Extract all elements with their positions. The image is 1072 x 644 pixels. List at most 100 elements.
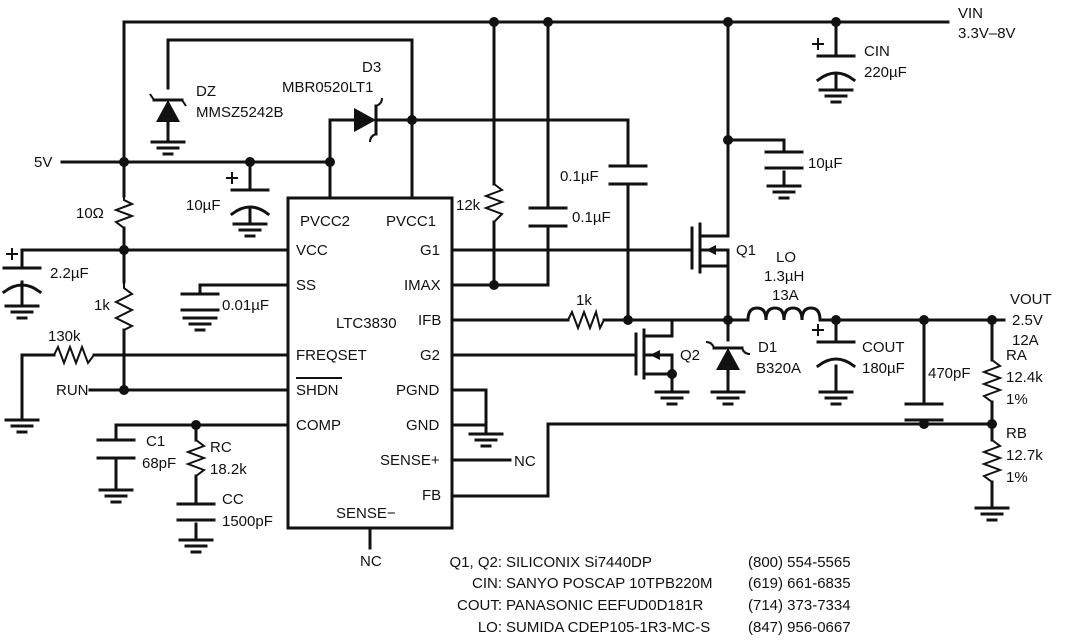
- vout-label: VOUT: [1010, 291, 1052, 308]
- bom-part-2: PANASONIC EEFUD0D181R: [506, 597, 703, 614]
- rc-ref: RC: [210, 439, 232, 456]
- capacitor-470pf: [904, 402, 944, 422]
- bom-ref-2: COUT:: [457, 597, 502, 614]
- pin-shdn: SHDN: [296, 382, 339, 399]
- q2-ref: Q2: [680, 347, 700, 364]
- five-v-label: 5V: [34, 154, 52, 171]
- cc-val: 1500pF: [222, 513, 273, 530]
- capacitor-10uf-top: [764, 150, 804, 170]
- bom-ref-3: LO:: [478, 619, 502, 636]
- ic-ltc3830: [286, 196, 454, 530]
- pin-fb: FB: [422, 487, 441, 504]
- c-10u-top: 10µF: [808, 155, 843, 172]
- capacitor-c1: [96, 438, 136, 460]
- vin-range: 3.3V–8V: [958, 25, 1016, 42]
- bom-ref-0: Q1, Q2:: [449, 554, 502, 571]
- mosfet-q1: [684, 222, 730, 274]
- d1-part: B320A: [756, 360, 801, 377]
- c-boot1: 0.1µF: [560, 168, 599, 185]
- bom-part-3: SUMIDA CDEP105-1R3-MC-S: [506, 619, 710, 636]
- junction-dots: [119, 17, 997, 430]
- pin-pgnd: PGND: [396, 382, 440, 399]
- capacitor-boot2: [528, 206, 568, 228]
- capacitor-boot1: [608, 164, 648, 186]
- c-10u-left: 10µF: [186, 197, 221, 214]
- d3-ref: D3: [362, 59, 381, 76]
- pin-g2: G2: [420, 347, 440, 364]
- lo-amp: 13A: [772, 287, 799, 304]
- cin-val: 220µF: [864, 64, 907, 81]
- d1-ref: D1: [758, 339, 777, 356]
- resistor-rc: [185, 439, 207, 477]
- pin-freqset: FREQSET: [296, 347, 367, 364]
- r-130k: 130k: [48, 328, 81, 345]
- pin-pvcc1: PVCC1: [386, 213, 436, 230]
- lo-ref: LO: [776, 249, 796, 266]
- c-boot2: 0.1µF: [572, 209, 611, 226]
- dz-part: MMSZ5242B: [196, 104, 284, 121]
- vin-label: VIN: [958, 5, 983, 22]
- capacitor-2u2: [1, 248, 43, 295]
- bom-phone-3: (847) 956-0667: [748, 619, 851, 636]
- c1-val: 68pF: [142, 455, 176, 472]
- capacitor-cout: [812, 324, 857, 369]
- bom-phone-2: (714) 373-7334: [748, 597, 851, 614]
- q1-ref: Q1: [736, 242, 756, 259]
- dz-ref: DZ: [196, 83, 216, 100]
- pin-sense-minus: SENSE−: [336, 505, 396, 522]
- d3-part: MBR0520LT1: [282, 79, 373, 96]
- rb-ref: RB: [1006, 425, 1027, 442]
- c-470p: 470pF: [928, 365, 971, 382]
- diode-dz: [149, 93, 187, 122]
- nc-right: NC: [514, 453, 536, 470]
- bom-phone-0: (800) 554-5565: [748, 554, 851, 571]
- pin-pvcc2: PVCC2: [300, 213, 350, 230]
- rb-val: 12.7k: [1006, 447, 1043, 464]
- vout-a: 12A: [1012, 332, 1039, 349]
- cc-ref: CC: [222, 491, 244, 508]
- rc-val: 18.2k: [210, 461, 247, 478]
- run-label: RUN: [56, 382, 89, 399]
- capacitor-cc: [176, 502, 216, 522]
- ic-name: LTC3830: [336, 315, 397, 332]
- r-1k-left: 1k: [94, 297, 110, 314]
- lo-val: 1.3µH: [764, 268, 804, 285]
- resistor-130k: [53, 344, 95, 366]
- resistors: [53, 183, 1003, 483]
- cin-ref: CIN: [864, 43, 890, 60]
- r-10ohm: 10Ω: [76, 205, 104, 222]
- resistor-12k: [483, 183, 505, 223]
- bom-part-1: SANYO POSCAP 10TPB220M: [506, 575, 712, 592]
- pin-g1: G1: [420, 242, 440, 259]
- pin-imax: IMAX: [404, 277, 441, 294]
- pin-gnd: GND: [406, 417, 440, 434]
- ra-val: 12.4k: [1006, 369, 1043, 386]
- inductor-lo: [746, 306, 822, 322]
- cout-ref: COUT: [862, 339, 905, 356]
- c-2u2: 2.2µF: [50, 265, 89, 282]
- pin-sense-plus: SENSE+: [380, 452, 440, 469]
- nc-bottom: NC: [360, 553, 382, 570]
- mosfet-q2: [628, 318, 674, 380]
- c1-ref: C1: [146, 433, 165, 450]
- pin-ss: SS: [296, 277, 316, 294]
- capacitor-cin: [812, 38, 857, 83]
- bom-ref-1: CIN:: [472, 575, 502, 592]
- cout-val: 180µF: [862, 360, 905, 377]
- rb-tol: 1%: [1006, 469, 1028, 486]
- pin-comp: COMP: [296, 417, 341, 434]
- bom-table: Q1, Q2: SILICONIX Si7440DP (800) 554-556…: [449, 554, 850, 636]
- resistor-ra: [981, 359, 1003, 403]
- diodes: [149, 93, 751, 370]
- capacitors: [1, 38, 944, 522]
- r-12k: 12k: [456, 197, 481, 214]
- resistor-10ohm: [113, 196, 135, 229]
- r-1k-ifb: 1k: [576, 292, 592, 309]
- diode-d1: [705, 341, 751, 370]
- diode-d3: [354, 97, 383, 143]
- ra-ref: RA: [1006, 347, 1027, 364]
- vout-v: 2.5V: [1012, 312, 1043, 329]
- resistor-rb: [981, 439, 1003, 483]
- resistor-1k-left: [113, 282, 135, 331]
